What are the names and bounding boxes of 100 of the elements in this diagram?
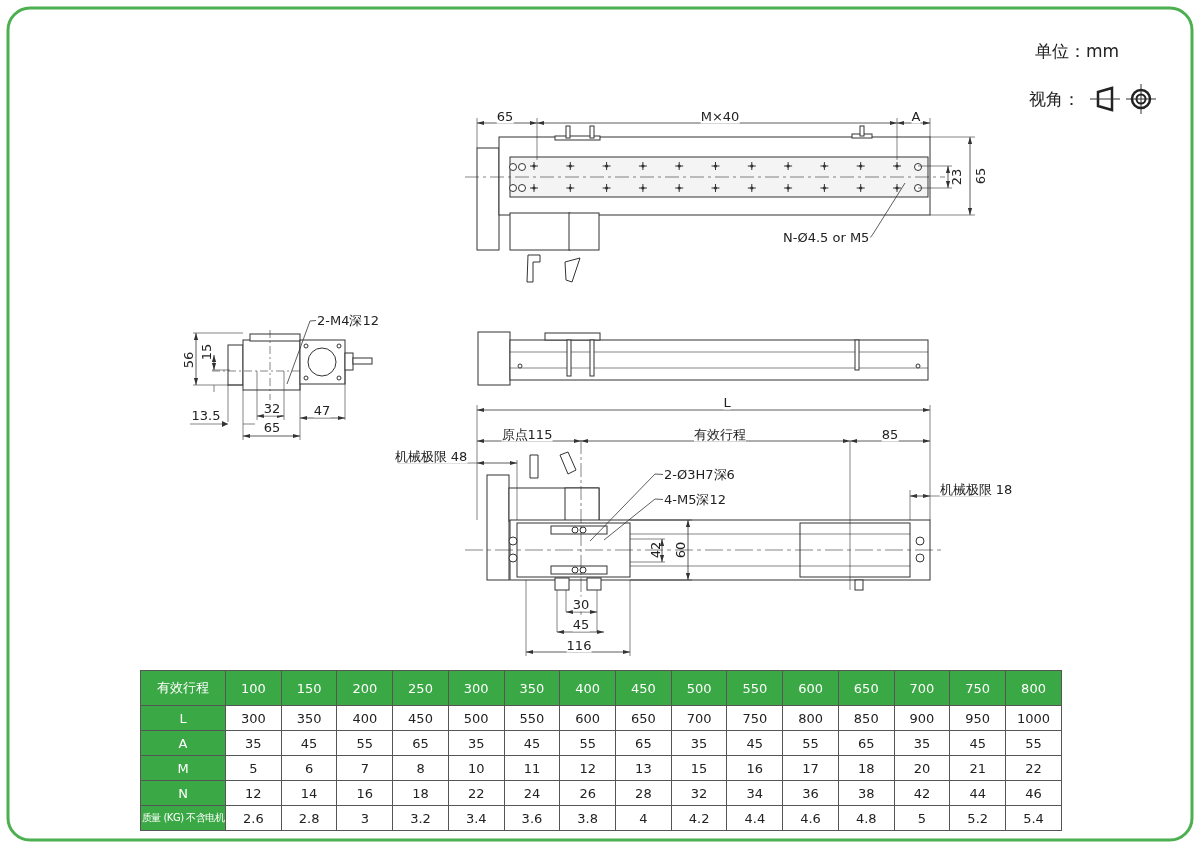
header-cell: 300 [448, 670, 505, 706]
table-cell: 12 [559, 755, 616, 781]
header-cell: A [140, 730, 226, 756]
callout-text: 2-M4深12 [317, 313, 379, 328]
table-cell: 550 [504, 705, 560, 731]
header-cell: 100 [225, 670, 282, 706]
table-cell: 950 [949, 705, 1006, 731]
table-cell: 12 [225, 780, 282, 806]
table-cell: 6 [281, 755, 337, 781]
table-cell: 46 [1005, 780, 1062, 806]
table-cell: 850 [838, 705, 895, 731]
table-cell: 5 [225, 755, 282, 781]
table-cell: 55 [1005, 730, 1062, 756]
table-cell: 45 [281, 730, 337, 756]
table-cell: 5 [894, 805, 950, 831]
dimension-label: 机械极限 48 [394, 448, 468, 464]
table-cell: 35 [448, 730, 505, 756]
table-cell: 350 [281, 705, 337, 731]
table-cell: 3.8 [559, 805, 616, 831]
table-cell: 65 [838, 730, 895, 756]
header-cell: 质量 (KG) 不含电机 [140, 805, 226, 831]
table-cell: 3 [336, 805, 393, 831]
table-cell: 34 [726, 780, 783, 806]
table-cell: 5.2 [949, 805, 1006, 831]
table-cell: 65 [615, 730, 672, 756]
header-cell: 600 [782, 670, 839, 706]
callout-text: 4-M5深12 [664, 492, 726, 507]
table-cell: 38 [838, 780, 895, 806]
table-cell: 4.2 [671, 805, 727, 831]
dimension-label: 原点115 [501, 426, 553, 442]
header-cell: 250 [392, 670, 449, 706]
dimension-label: 60 [672, 541, 688, 559]
table-cell: 300 [225, 705, 282, 731]
dimension-label: 机械极限 18 [939, 481, 1013, 497]
leader-line [603, 498, 664, 541]
table-cell: 20 [894, 755, 950, 781]
table-cell: 42 [894, 780, 950, 806]
table-cell: 65 [392, 730, 449, 756]
table-cell: 900 [894, 705, 950, 731]
table-cell: 11 [504, 755, 560, 781]
header-cell: 700 [894, 670, 950, 706]
table-cell: 7 [336, 755, 393, 781]
table-cell: 28 [615, 780, 672, 806]
table-cell: 450 [392, 705, 449, 731]
note-text: 单位：mm [1034, 43, 1120, 59]
dimension-label: 30 [572, 596, 590, 612]
table-cell: 1000 [1005, 705, 1062, 731]
table-cell: 4.6 [782, 805, 839, 831]
callout-text: N-Ø4.5 or M5 [783, 230, 870, 245]
table-cell: 14 [281, 780, 337, 806]
table-cell: 44 [949, 780, 1006, 806]
table-cell: 4.4 [726, 805, 783, 831]
table-cell: 15 [671, 755, 727, 781]
header-cell: M [140, 755, 226, 781]
table-cell: 800 [782, 705, 839, 731]
table-cell: 10 [448, 755, 505, 781]
header-cell: 400 [559, 670, 616, 706]
table-cell: 21 [949, 755, 1006, 781]
callout-text: 2-Ø3H7深6 [664, 467, 735, 482]
table-cell: 2.6 [225, 805, 282, 831]
table-cell: 16 [726, 755, 783, 781]
table-cell: 3.6 [504, 805, 560, 831]
table-cell: 3.2 [392, 805, 449, 831]
table-cell: 18 [392, 780, 449, 806]
table-cell: 3.4 [448, 805, 505, 831]
header-cell: 650 [838, 670, 895, 706]
dimension-label: 15 [198, 343, 214, 361]
table-cell: 22 [448, 780, 505, 806]
dimension-label: 23 [948, 168, 964, 186]
header-cell: 550 [726, 670, 783, 706]
table-cell: 35 [225, 730, 282, 756]
table-cell: 22 [1005, 755, 1062, 781]
table-cell: 400 [336, 705, 393, 731]
header-cell: 200 [336, 670, 393, 706]
dimension-label: 56 [180, 351, 196, 369]
header-cell: N [140, 780, 226, 806]
dimension-label: 65 [972, 167, 988, 185]
leader-line [589, 473, 664, 542]
table-cell: 26 [559, 780, 616, 806]
header-cell: 750 [949, 670, 1006, 706]
table-cell: 750 [726, 705, 783, 731]
header-cell: 有效行程 [140, 670, 226, 706]
table-cell: 8 [392, 755, 449, 781]
table-cell: 45 [949, 730, 1006, 756]
header-cell: 500 [671, 670, 727, 706]
table-cell: 650 [615, 705, 672, 731]
table-cell: 55 [336, 730, 393, 756]
table-cell: 35 [671, 730, 727, 756]
header-cell: 450 [615, 670, 672, 706]
leader-line [870, 182, 906, 238]
note-text: 视角： [1028, 91, 1080, 107]
header-cell: L [140, 705, 226, 731]
table-cell: 24 [504, 780, 560, 806]
header-cell: 150 [281, 670, 337, 706]
table-cell: 45 [504, 730, 560, 756]
table-cell: 5.4 [1005, 805, 1062, 831]
table-cell: 55 [559, 730, 616, 756]
table-cell: 2.8 [281, 805, 337, 831]
table-cell: 16 [336, 780, 393, 806]
table-cell: 36 [782, 780, 839, 806]
